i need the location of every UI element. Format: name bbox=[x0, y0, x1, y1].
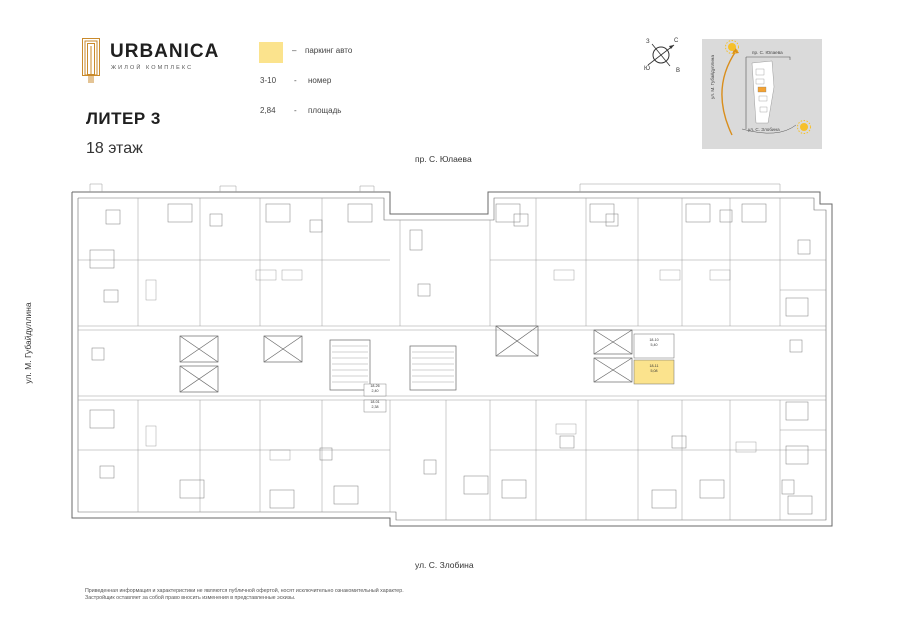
disclaimer-line: Застройщик оставляет за собой право внос… bbox=[85, 595, 296, 601]
disclaimer-line: Приведенная информация и характеристики … bbox=[85, 588, 404, 594]
legend-row-parking: – паркинг авто bbox=[259, 42, 379, 64]
minimap-street-top: пр. С. Юлаева bbox=[752, 50, 783, 55]
storage-unit bbox=[633, 333, 675, 359]
unit-number: 18-26 bbox=[370, 384, 380, 388]
location-minimap: пр. С. Юлаева ул. М. Губайдуллина ул. С.… bbox=[702, 39, 822, 149]
unit-label: 18-10 5,40 bbox=[634, 338, 674, 348]
floor-plan-drawing bbox=[71, 183, 833, 527]
unit-number: 18-10 bbox=[649, 338, 659, 342]
parking-swatch bbox=[259, 42, 283, 63]
storage-unit bbox=[363, 383, 387, 397]
minimap-street-bottom: ул. С. Злобина bbox=[748, 127, 780, 132]
storage-unit bbox=[363, 399, 387, 413]
brand-name: URBANICA bbox=[110, 41, 220, 62]
legend-number-example: 3-10 bbox=[260, 76, 277, 85]
svg-text:В: В bbox=[676, 68, 680, 74]
unit-label: 18-11 5,08 bbox=[634, 364, 674, 374]
svg-text:С: С bbox=[674, 38, 679, 44]
disclaimer: Приведенная информация и характеристики … bbox=[85, 588, 404, 602]
legend-dash: - bbox=[294, 76, 297, 85]
brand-subtitle: ЖИЛОЙ КОМПЛЕКС bbox=[111, 65, 194, 71]
legend-dash: – bbox=[292, 46, 297, 55]
unit-area: 5,08 bbox=[650, 369, 658, 373]
unit-number: 18-01 bbox=[370, 400, 380, 404]
minimap-street-left: ул. М. Губайдуллина bbox=[710, 55, 715, 99]
legend-parking-label: паркинг авто bbox=[305, 46, 353, 55]
unit-label: 18-01 2,38 bbox=[364, 400, 386, 410]
legend-dash: - bbox=[294, 106, 297, 115]
highlighted-unit bbox=[633, 359, 675, 385]
legend-number-label: номер bbox=[308, 76, 332, 85]
logo-mark-icon bbox=[82, 38, 100, 83]
building-title: ЛИТЕР 3 bbox=[86, 109, 161, 128]
legend-row-number: 3-10 - номер bbox=[260, 76, 380, 85]
unit-area: 5,40 bbox=[650, 343, 658, 347]
svg-text:З: З bbox=[646, 39, 650, 45]
legend-area-label: площадь bbox=[308, 106, 342, 115]
unit-label: 18-26 2,40 bbox=[364, 384, 386, 394]
urbanica-logo: URBANICA ЖИЛОЙ КОМПЛЕКС bbox=[82, 38, 218, 84]
legend-row-area: 2,84 - площадь bbox=[260, 106, 380, 115]
sun-icon bbox=[797, 120, 811, 134]
svg-text:Ю: Ю bbox=[644, 66, 650, 72]
unit-area: 2,40 bbox=[371, 389, 379, 393]
street-label-top: пр. С. Юлаева bbox=[415, 154, 472, 164]
unit-area: 2,38 bbox=[371, 405, 379, 409]
legend-area-example: 2,84 bbox=[260, 106, 276, 115]
floor-plan: 18-10 5,40 18-11 5,08 18-26 2,40 18-01 2… bbox=[60, 180, 846, 544]
sun-icon bbox=[725, 40, 739, 54]
unit-number: 18-11 bbox=[649, 364, 659, 368]
compass-rose-icon: С Ю З В bbox=[644, 38, 680, 74]
street-label-left: ул. М. Губайдуллина bbox=[23, 302, 33, 384]
floor-title: 18 этаж bbox=[86, 140, 143, 157]
minimap-drawing bbox=[721, 47, 797, 136]
street-label-bottom: ул. С. Злобина bbox=[415, 560, 474, 570]
